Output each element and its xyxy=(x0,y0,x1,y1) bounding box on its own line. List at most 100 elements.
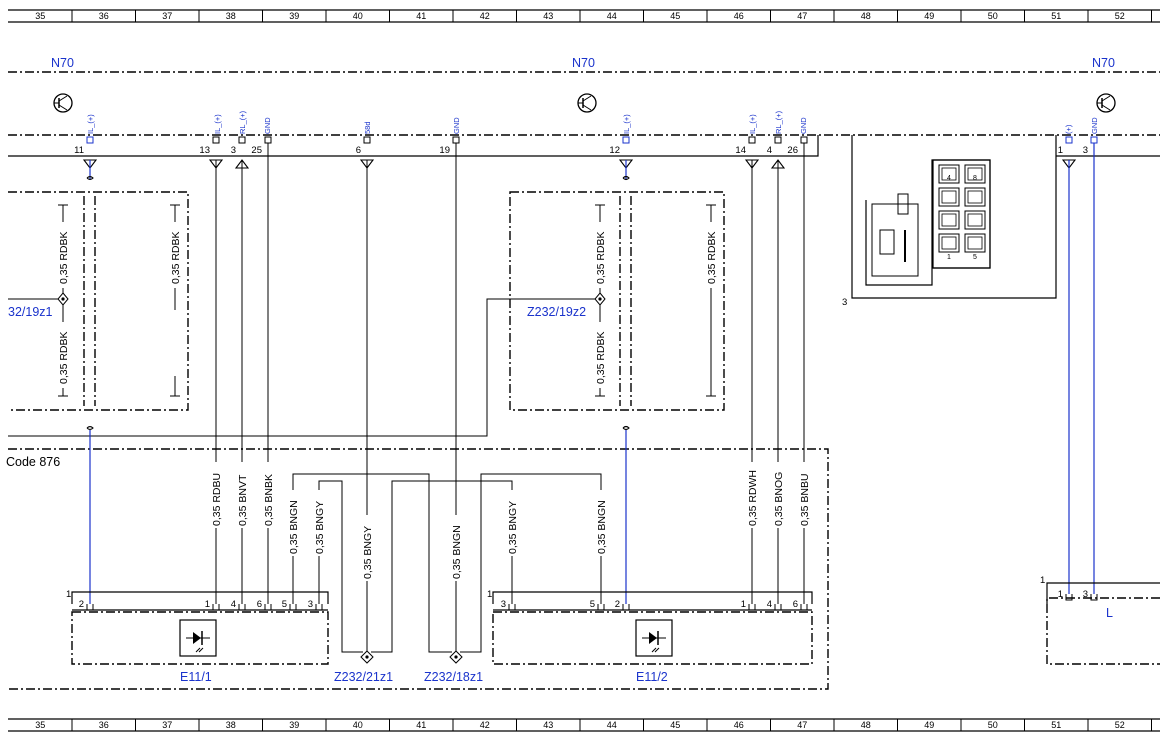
wire-label: 0,35 RDBK xyxy=(58,231,70,284)
cavity-inner xyxy=(967,236,983,250)
pin-number: 13 xyxy=(199,145,210,156)
pin-marker xyxy=(86,136,94,144)
grid-column-label: 39 xyxy=(289,720,299,730)
grid-column-label: 42 xyxy=(480,720,490,730)
grid-column-label: 41 xyxy=(416,11,426,21)
wire-label: 0,35 BNGN xyxy=(288,500,300,554)
cavity-label: 1 xyxy=(947,254,951,261)
grid-column-label: 44 xyxy=(607,11,617,21)
pin-marker xyxy=(315,604,323,611)
cavity-label: 4 xyxy=(947,175,951,182)
pin-marker xyxy=(212,136,220,144)
grid-column-label: 52 xyxy=(1115,720,1125,730)
wires xyxy=(89,143,1095,653)
grid-column-label: 43 xyxy=(543,720,553,730)
grid-column-label: 38 xyxy=(226,11,236,21)
pin-number: 1 xyxy=(1058,589,1063,600)
splice-label-z232-19z2: Z232/19z2 xyxy=(527,305,586,319)
grid-column-label: 46 xyxy=(734,720,744,730)
rdbk-wires xyxy=(58,204,716,397)
grid-column-label: 41 xyxy=(416,720,426,730)
grid-column-label: 47 xyxy=(797,11,807,21)
wire-label: 0,35 RDBK xyxy=(595,331,607,384)
pin-number: 3 xyxy=(501,599,506,610)
wire-label: 0,35 RDBK xyxy=(170,231,182,284)
wire-label: 0,35 BNBK xyxy=(263,474,275,526)
lamp-ref: 1 xyxy=(66,589,71,600)
lamp-e11-2 xyxy=(492,591,813,665)
wire-break-marks xyxy=(86,175,630,431)
pin-marker xyxy=(508,604,516,611)
pin-number: 14 xyxy=(735,145,746,156)
grid-column-label: 45 xyxy=(670,11,680,21)
cavity-inner xyxy=(967,167,983,181)
transistor-icon xyxy=(577,93,597,113)
code-876-label: Code 876 xyxy=(6,455,60,469)
pin-marker xyxy=(212,604,220,611)
grid-column-label: 36 xyxy=(99,11,109,21)
pin-number: 12 xyxy=(609,145,620,156)
grid-column-label: 50 xyxy=(988,720,998,730)
connector-housing xyxy=(8,135,819,157)
grid-column-label: 51 xyxy=(1051,720,1061,730)
connector-ref-label: 3 xyxy=(842,297,847,308)
wire-label: 0,35 RDWH xyxy=(747,470,759,526)
signal-rl-plus: RL_(+) xyxy=(774,110,783,134)
grid-column-label: 46 xyxy=(734,11,744,21)
pin-number: 2 xyxy=(79,599,84,610)
signal-gnd: GND xyxy=(452,117,461,134)
lamp-ref: 1 xyxy=(487,589,492,600)
splice-label-z232-21z1: Z232/21z1 xyxy=(334,670,393,684)
splice-point xyxy=(594,292,606,306)
pin-marker xyxy=(622,136,630,144)
pin-number: 6 xyxy=(257,599,262,610)
splice-point xyxy=(57,292,69,306)
lamp-label-e11-2: E11/2 xyxy=(636,670,668,684)
pin-number: 26 xyxy=(787,145,798,156)
pin-marker xyxy=(800,604,808,611)
n70-left-label: N70 xyxy=(51,56,74,70)
pin-number: 5 xyxy=(590,599,595,610)
grid-column-label: 47 xyxy=(797,720,807,730)
pin-marker xyxy=(86,604,94,611)
pin-marker xyxy=(238,604,246,611)
splice-point-z232-21z1 xyxy=(360,650,374,664)
pin-marker xyxy=(289,604,297,611)
cavity-outline xyxy=(964,187,986,207)
wire-label: 0,35 BNBU xyxy=(799,473,811,526)
lamp-ref: 1 xyxy=(1040,575,1045,586)
connector-view-frame xyxy=(851,135,1057,299)
cavity-outline xyxy=(938,210,960,230)
pin-number: 3 xyxy=(231,145,236,156)
cable-box-mid xyxy=(509,191,725,411)
grid-column-label: 45 xyxy=(670,720,680,730)
pin-marker xyxy=(238,136,246,144)
grid-column-label: 36 xyxy=(99,720,109,730)
pin-number: 6 xyxy=(793,599,798,610)
pin-marker xyxy=(363,136,371,144)
grid-column-label: 39 xyxy=(289,11,299,21)
cavity-inner xyxy=(941,213,957,227)
grid-column-label: 49 xyxy=(924,11,934,21)
cavity-outline xyxy=(938,187,960,207)
signal-gnd: GND xyxy=(1090,117,1099,134)
led-icon xyxy=(179,619,217,657)
splice-label-z232-19z1: 32/19z1 xyxy=(8,305,53,319)
lamp-label-e11-1: E11/1 xyxy=(180,670,212,684)
pin-marker xyxy=(774,136,782,144)
pin-marker xyxy=(800,136,808,144)
wire-label: 0,35 BNGN xyxy=(596,500,608,554)
pin-number: 1 xyxy=(741,599,746,610)
wire-label: 0,35 RDBU xyxy=(211,473,223,526)
pin-marker xyxy=(597,604,605,611)
cavity-outline xyxy=(964,233,986,253)
grid-column-label: 40 xyxy=(353,11,363,21)
pin-number: 5 xyxy=(282,599,287,610)
grid-column-label: 51 xyxy=(1051,11,1061,21)
cavity-outline xyxy=(938,164,960,184)
grid-column-label: 49 xyxy=(924,720,934,730)
